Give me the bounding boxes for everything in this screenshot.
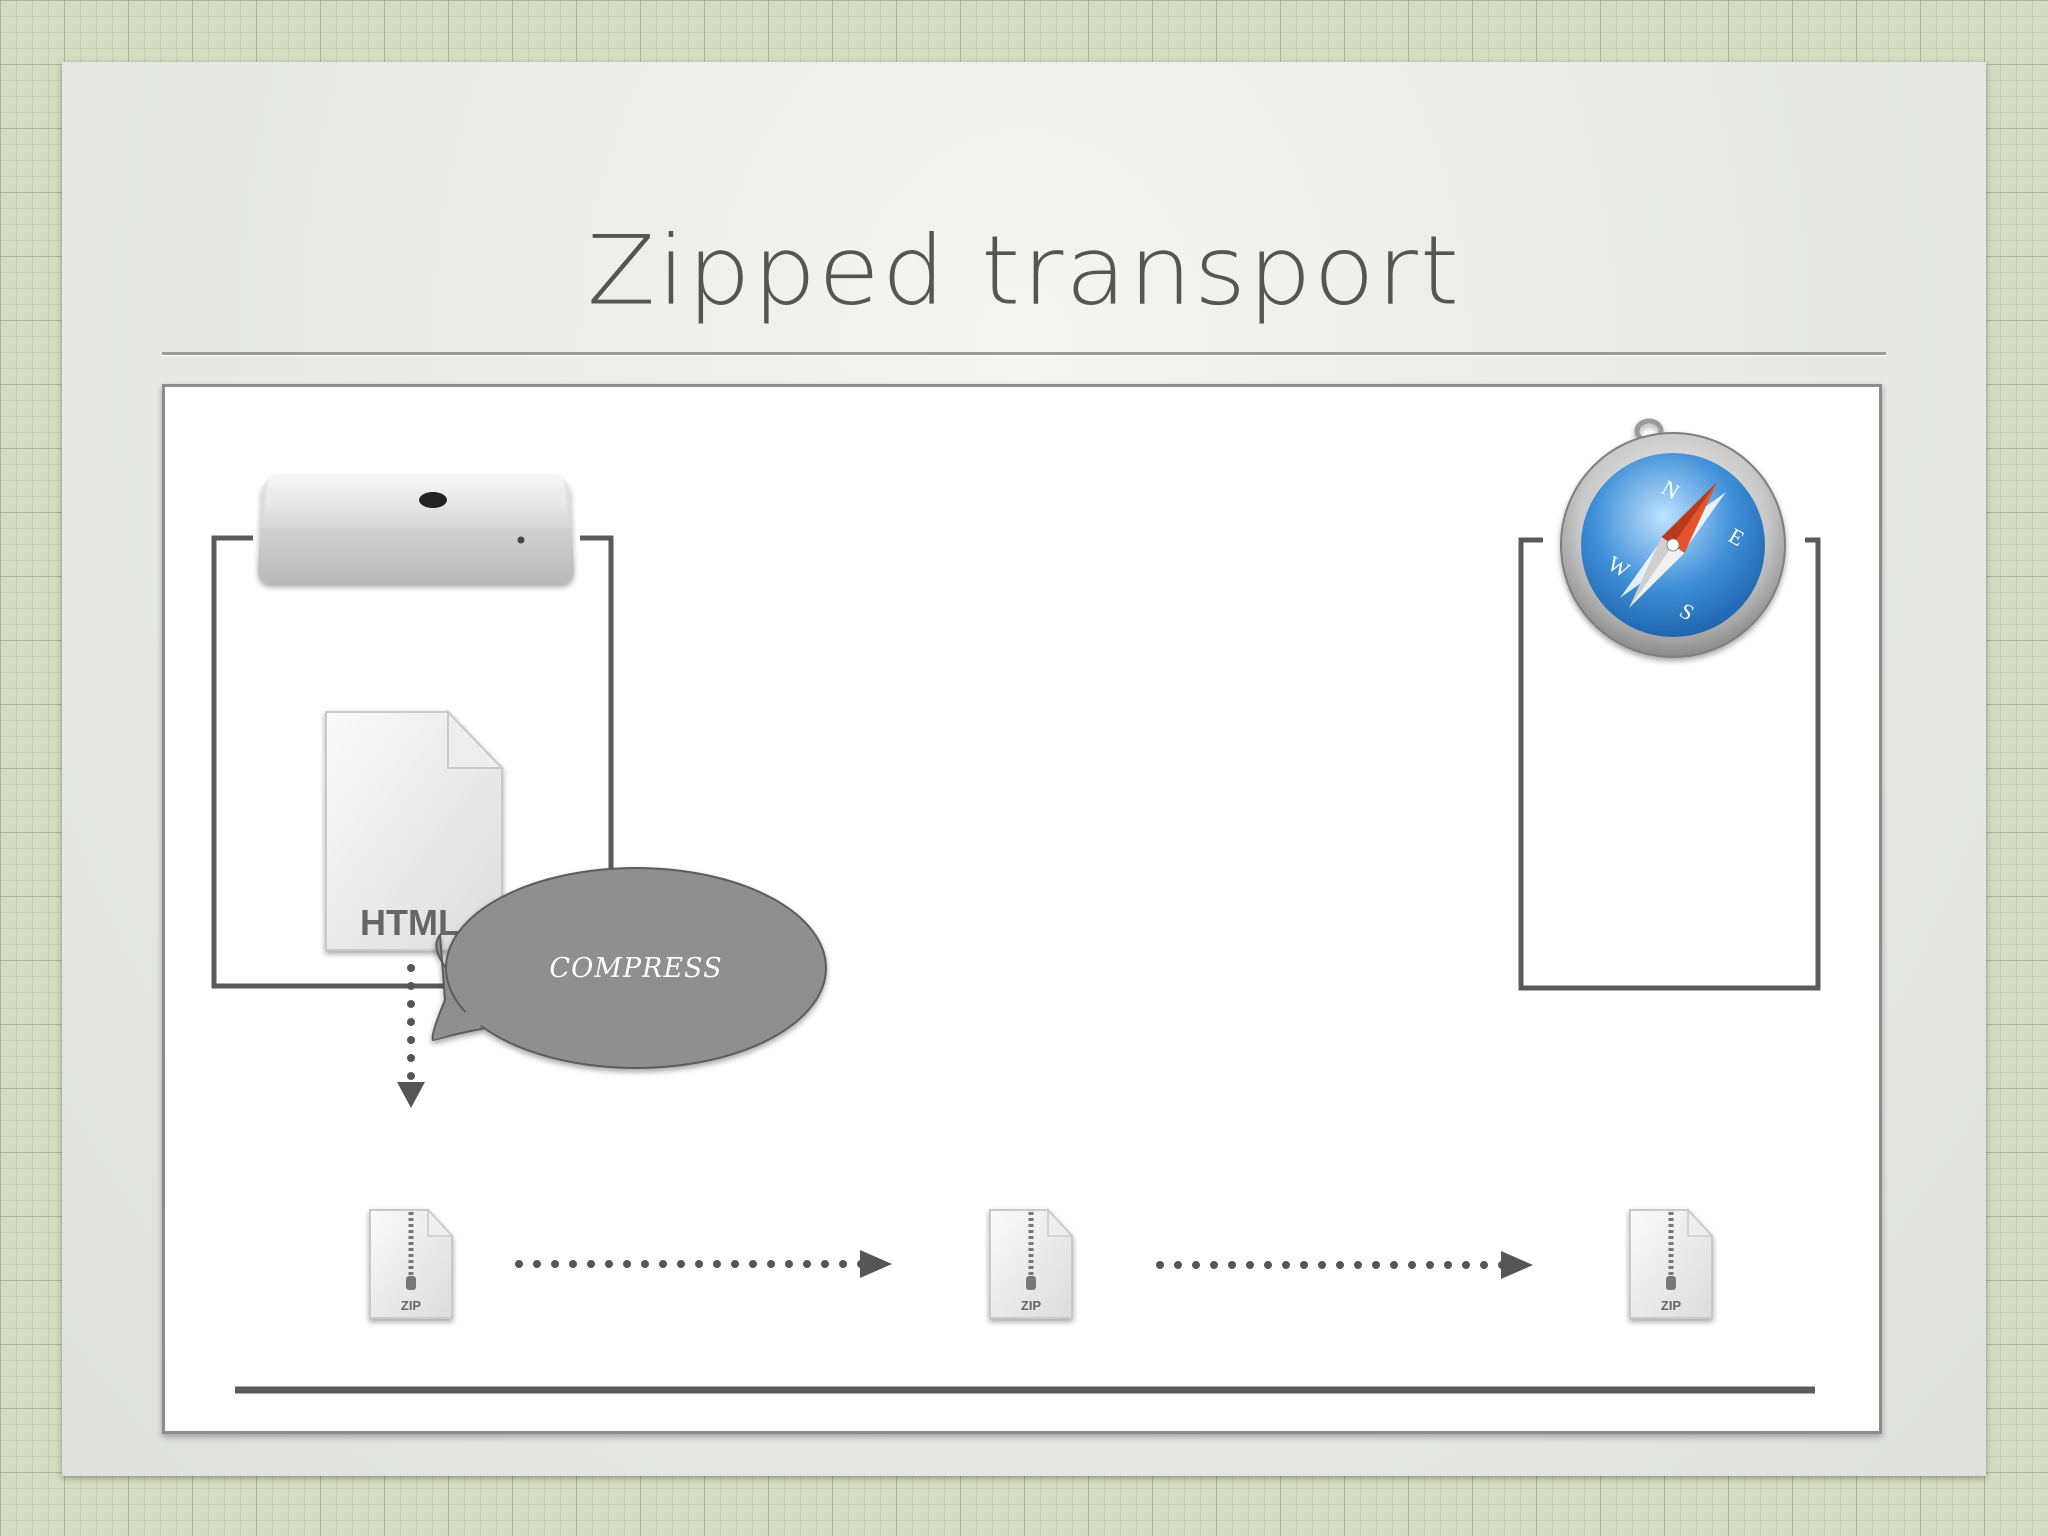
compress-label: COMPRESS [549, 953, 722, 984]
slide-title: Zipped transport [586, 214, 1462, 327]
zip-file-icon: ZIP [369, 1208, 454, 1319]
browser-bracket [1518, 537, 1821, 991]
zip-file-label: ZIP [1661, 1298, 1682, 1313]
html-file-icon: HTML [325, 709, 505, 951]
zip-file-icon: ZIP [1629, 1208, 1714, 1319]
transfer-arrow-1 [515, 1250, 892, 1278]
compress-callout: COMPRESS [431, 867, 827, 1069]
transfer-arrow-2 [1156, 1251, 1533, 1279]
title-divider [162, 352, 1886, 355]
mac-mini-icon [258, 476, 574, 584]
compress-arrow [397, 964, 425, 1108]
zip-file-icon: ZIP [989, 1208, 1074, 1319]
safari-compass-icon: N E S W [1560, 418, 1786, 658]
html-file-label: HTML [360, 902, 460, 943]
zip-file-label: ZIP [401, 1298, 422, 1313]
zip-file-label: ZIP [1021, 1298, 1042, 1313]
